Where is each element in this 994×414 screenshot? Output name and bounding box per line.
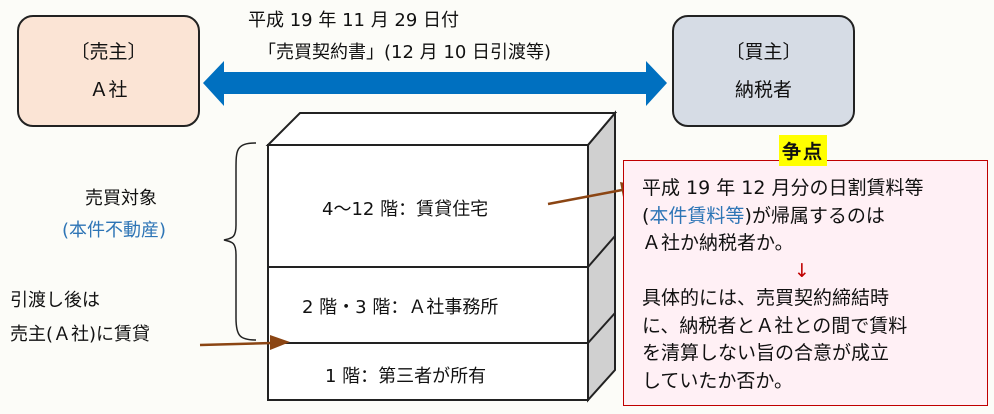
issue-question-2: (本件賃料等)が帰属するのは	[642, 203, 987, 231]
question-rest: )が帰属するのは	[744, 204, 885, 227]
issue-question-3: Ａ社か納税者か。	[642, 232, 794, 254]
floors-upper-label: 4～12 階：賃貸住宅	[322, 199, 489, 220]
issue-detail-1: 具体的には、売買契約締結時	[642, 287, 890, 309]
seller-role: 〔売主〕	[70, 41, 147, 63]
issue-detail-4: していたか否か。	[642, 369, 794, 392]
subject-sub-label: (本件不動産)	[62, 220, 167, 241]
building-side	[587, 110, 616, 403]
building-front	[267, 144, 589, 401]
issue-question-1: 平成 19 年 12 月分の日割賃料等	[642, 177, 924, 199]
building-roof	[265, 112, 618, 146]
issue-box: 平成 19 年 12 月分の日割賃料等 (本件賃料等)が帰属するのは Ａ社か納税…	[623, 160, 988, 406]
leaseback-line1: 引渡し後は	[10, 290, 100, 311]
leaseback-line2: 売主(Ａ社)に賃貸	[10, 324, 151, 345]
double-arrow	[203, 61, 667, 106]
rent-term: 本件賃料等	[649, 204, 745, 227]
subject-label: 売買対象	[85, 188, 157, 209]
seller-name: Ａ社	[89, 79, 128, 101]
down-arrow-icon: ↓	[794, 259, 810, 282]
seller-box: 〔売主〕 Ａ社	[17, 15, 200, 127]
brace	[223, 142, 257, 341]
issue-detail-2: に、納税者とＡ社との間で賃料	[642, 314, 908, 337]
pointer-arrow-head	[270, 335, 290, 350]
buyer-role: 〔買主〕	[725, 41, 802, 63]
paren: (	[642, 204, 650, 227]
floors-middle-label: 2 階・3 階：Ａ社事務所	[302, 297, 499, 318]
buyer-box: 〔買主〕 納税者	[672, 15, 855, 127]
issue-tag: 争点	[779, 135, 828, 166]
contract-title: 「売買契約書」(12 月 10 日引渡等)	[258, 42, 552, 63]
buyer-name: 納税者	[734, 79, 792, 101]
floor-ground-label: 1 階：第三者が所有	[325, 366, 487, 387]
issue-detail-3: を清算しない旨の合意が成立	[642, 342, 890, 364]
contract-date: 平成 19 年 11 月 29 日付	[248, 10, 460, 31]
